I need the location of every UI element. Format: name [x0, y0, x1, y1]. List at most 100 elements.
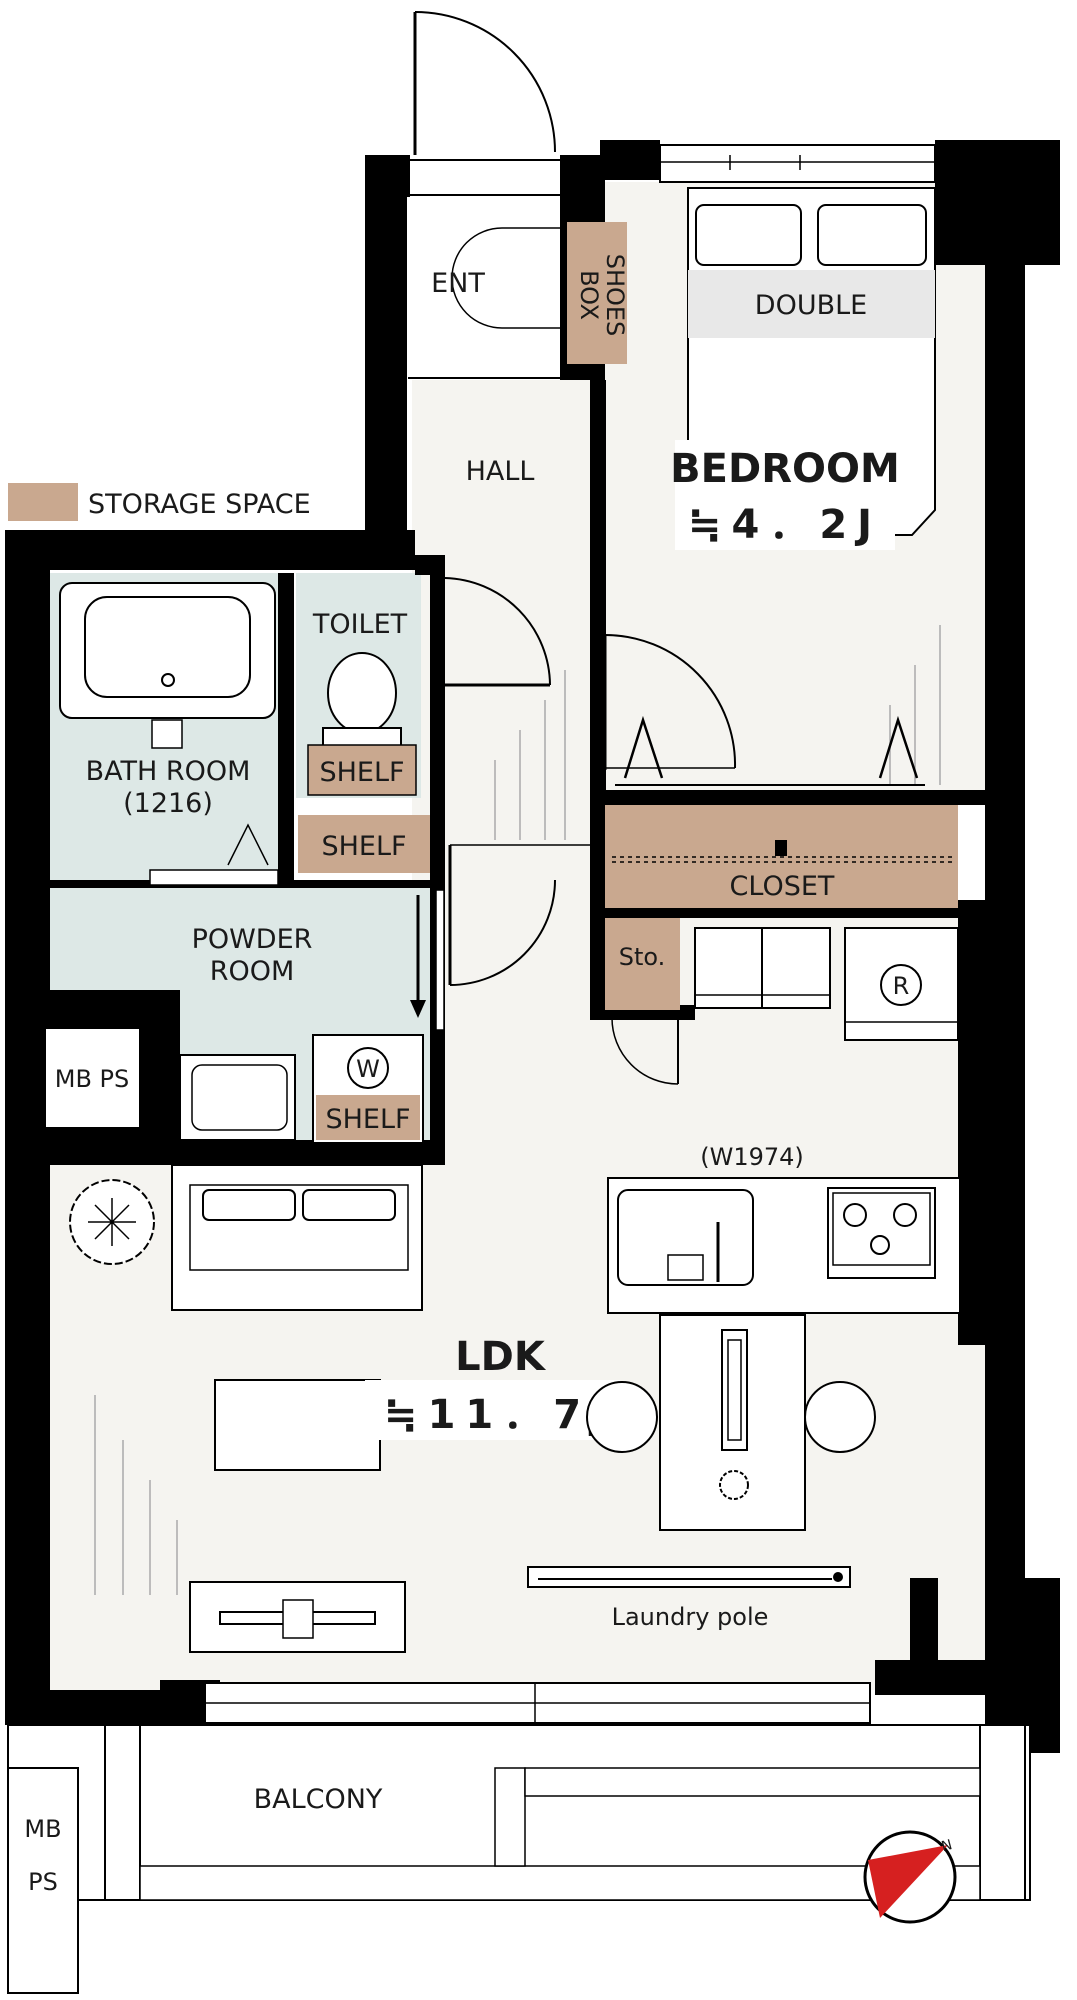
closet-divider — [775, 840, 787, 856]
storage-label: Sto. — [619, 943, 666, 971]
compass: N — [863, 1830, 957, 1924]
ldk-label-bg — [365, 1380, 620, 1440]
sliding-door-rail — [435, 889, 445, 1031]
balcony-parapet — [979, 1724, 1026, 1901]
burner-icon — [843, 1203, 867, 1227]
meter-box-inner: MB PS — [44, 1027, 141, 1129]
kitchen-width-label: (W1974) — [700, 1143, 804, 1171]
coffee-table — [214, 1379, 381, 1471]
powder-shelf — [298, 815, 430, 873]
toilet-bowl — [327, 652, 397, 734]
balcony-inner-rail — [139, 1865, 981, 1901]
bath-size: (1216) — [123, 788, 213, 819]
bath-label: BATH ROOM — [86, 756, 251, 787]
sofa-cushion — [302, 1189, 396, 1221]
wall — [910, 1578, 938, 1688]
hanger-icon — [878, 715, 919, 779]
shoes-box-door-swing — [451, 227, 503, 329]
bed-cover-band — [688, 270, 935, 338]
closet-edge — [605, 908, 958, 918]
washer-circle — [347, 1047, 389, 1089]
wall — [935, 140, 1060, 265]
ldk-furniture: LDK ≒11．7J Laundry pole — [69, 1164, 876, 1653]
pillow — [695, 204, 802, 266]
plant-leaves — [88, 1198, 136, 1246]
powder-room: SHELF POWDER ROOM W SHELF — [179, 815, 445, 1144]
bathtub-inner — [84, 596, 251, 698]
chair — [586, 1381, 658, 1453]
ldk-label: LDK — [455, 1334, 547, 1380]
balcony-partition — [494, 1767, 526, 1867]
hanger-icon — [623, 715, 664, 779]
bed-label: DOUBLE — [755, 290, 867, 321]
wall — [600, 140, 660, 180]
balcony-partition — [524, 1767, 981, 1797]
balcony-parapet — [104, 1724, 141, 1901]
washer-shelf-label: SHELF — [325, 1104, 410, 1135]
storage-door-swing — [611, 1017, 679, 1085]
fridge-circle — [880, 964, 922, 1006]
bedroom: DOUBLE BEDROOM ≒4．2J — [600, 144, 941, 786]
shoes-box-label-line1: SHOES — [601, 254, 629, 337]
laundry-pole-end — [833, 1572, 843, 1582]
storage-legend-label: STORAGE SPACE — [88, 489, 311, 520]
bedroom-label: BEDROOM — [670, 446, 900, 492]
toilet-room: TOILET SHELF — [307, 577, 551, 796]
shoes-box-label-line2: BOX — [575, 270, 603, 320]
storage-closet — [605, 918, 680, 1010]
mbps-outer-label-line2: PS — [28, 1868, 58, 1896]
wall — [590, 790, 985, 805]
burner-icon — [870, 1235, 890, 1255]
toilet-door-swing — [444, 577, 551, 686]
wall — [985, 255, 1025, 1895]
mbps-box — [44, 1027, 141, 1129]
bath-drain — [161, 673, 175, 687]
entrance-floor — [408, 200, 566, 375]
pillow — [817, 204, 927, 266]
bedroom-label-bg — [675, 440, 895, 550]
powder-room-label-line1: POWDER — [192, 924, 313, 955]
laundry-pole — [527, 1566, 851, 1588]
balcony-label: BALCONY — [254, 1784, 383, 1815]
wall — [1025, 1578, 1060, 1753]
closet-label: CLOSET — [730, 871, 835, 902]
compass-north-label: N — [940, 1837, 954, 1855]
kitchen: (W1974) — [607, 1143, 961, 1314]
storage-legend-swatch — [8, 483, 78, 521]
sink-faucet — [667, 1254, 704, 1281]
bath-door-frame — [149, 869, 279, 886]
bath-faucet — [151, 719, 183, 749]
compass-needle-icon — [868, 1845, 948, 1918]
tv-stand — [282, 1599, 314, 1639]
shoes-box — [567, 222, 627, 364]
powder-room-label-line2: ROOM — [210, 956, 295, 987]
wall — [278, 573, 294, 885]
washer-symbol: W — [356, 1055, 380, 1083]
burner-icon — [893, 1203, 917, 1227]
ldk-area: ≒11．7J — [384, 1392, 616, 1438]
chair — [804, 1381, 876, 1453]
mbps-outer-label-line1: MB — [24, 1815, 61, 1843]
vanity-basin — [191, 1064, 288, 1131]
balcony: BALCONY MB PS — [7, 1682, 1031, 1994]
entrance-door-swing — [414, 11, 556, 153]
sliding-door-arrowhead — [410, 1000, 426, 1018]
wall — [590, 380, 606, 1020]
wall — [365, 155, 410, 197]
mbps-label: MB PS — [55, 1065, 130, 1093]
bedroom-area: ≒4．2J — [688, 502, 882, 548]
bathroom: BATH ROOM (1216) — [59, 582, 279, 886]
bedroom-window — [659, 144, 936, 183]
powder-shelf-label: SHELF — [321, 831, 406, 862]
wall — [958, 900, 985, 1345]
laundry-pole-label: Laundry pole — [612, 1603, 769, 1631]
wall — [5, 530, 415, 570]
mbps-outer-box — [7, 1767, 79, 1994]
entrance: ENT SHOES BOX HALL — [408, 11, 629, 487]
hall-door — [448, 670, 590, 986]
table-decoration — [727, 1339, 742, 1441]
washer-shelf — [316, 1095, 420, 1140]
wall — [5, 530, 50, 1725]
bath-drain-marker — [227, 823, 269, 866]
